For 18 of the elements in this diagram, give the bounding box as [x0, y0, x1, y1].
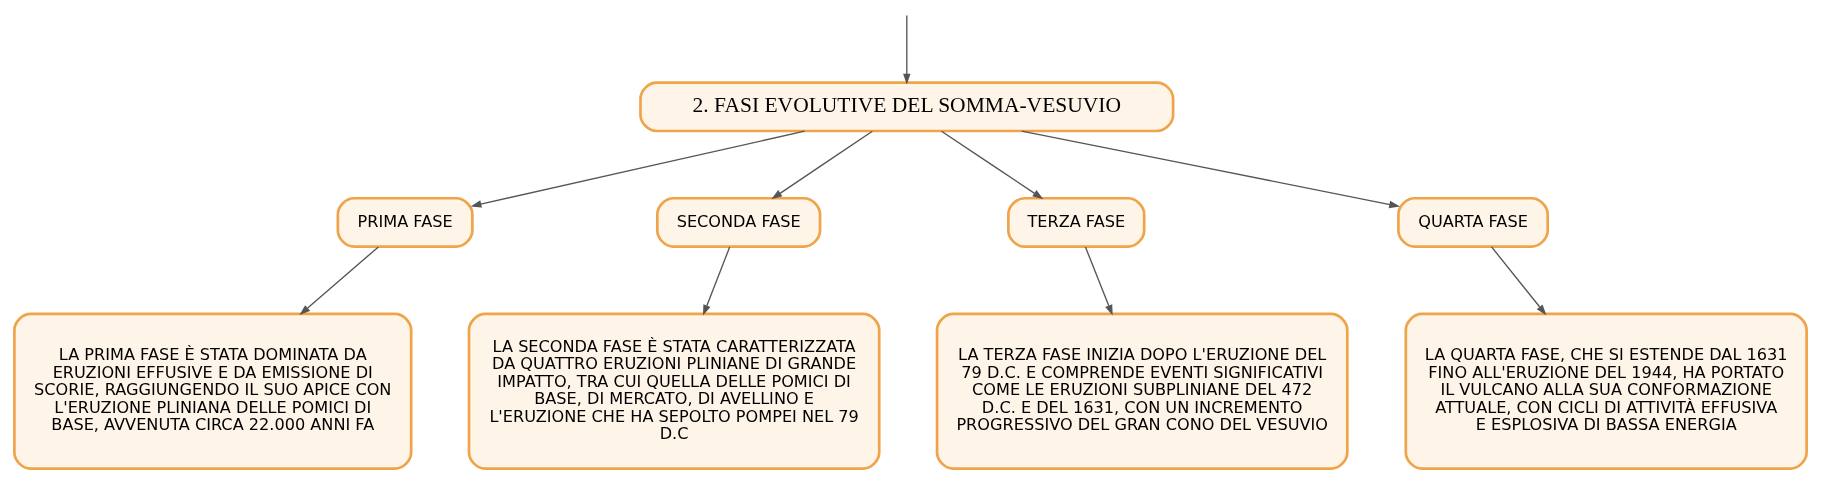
arrow	[1490, 246, 1547, 316]
node-box: LA QUARTA FASE, CHE SI ESTENDE DAL 1631 FINO ALL'ERUZIONE DEL 1944, HA PORTATO IL VULCANO ALLA SUA CONFORMAZIONE ATTUALE, CON CICLI DI ATTIVITÀ EFFUSIVA E ESPLOSIVA DI BASSA ENERGIA	[1404, 312, 1808, 470]
node-box: LA PRIMA FASE È STATA DOMINATA DA ERUZIONI EFFUSIVE E DA EMISSIONE DI SCORIE, RAGGIUNGENDO IL SUO APICE CON L'ERUZIONE PLINIANA DELLE POMICI DI BASE, AVVENUTA CIRCA 22.000 ANNI FA	[13, 312, 413, 470]
node-box: QUARTA FASE	[1397, 196, 1550, 249]
arrow	[771, 130, 874, 200]
node-box: LA TERZA FASE INIZIA DOPO L'ERUZIONE DEL 79 D.C. E COMPRENDE EVENTI SIGNIFICATIVI COME LE ERUZIONI SUBPLINIANE DEL 472 D.C. E DEL 1631, CON UN INCREMENTO PROGRESSIVO DEL GRAN CONO DEL VESUVIO	[935, 312, 1349, 470]
arrow	[703, 246, 731, 316]
arrow	[940, 130, 1044, 200]
arrow	[1084, 246, 1113, 316]
node-box: PRIMA FASE	[336, 196, 474, 249]
arrow	[299, 246, 380, 316]
node-box: LA SECONDA FASE È STATA CARATTERIZZATA DA QUATTRO ERUZIONI PLINIANE DI GRANDE IMPATTO, TRA CUI QUELLA DELLE POMICI DI BASE, DI MERCATO, DI AVELLINO E L'ERUZIONE CHE HA SEPOLTO POMPEI NEL 79 D.C	[467, 312, 881, 470]
arrow	[470, 130, 806, 208]
node-box: TERZA FASE	[1007, 196, 1146, 249]
node-box: SECONDA FASE	[655, 196, 822, 249]
node-box: 2. FASI EVOLUTIVE DEL SOMMA-VESUVIO	[639, 81, 1175, 133]
arrow	[1021, 130, 1401, 209]
arrow	[903, 14, 911, 85]
